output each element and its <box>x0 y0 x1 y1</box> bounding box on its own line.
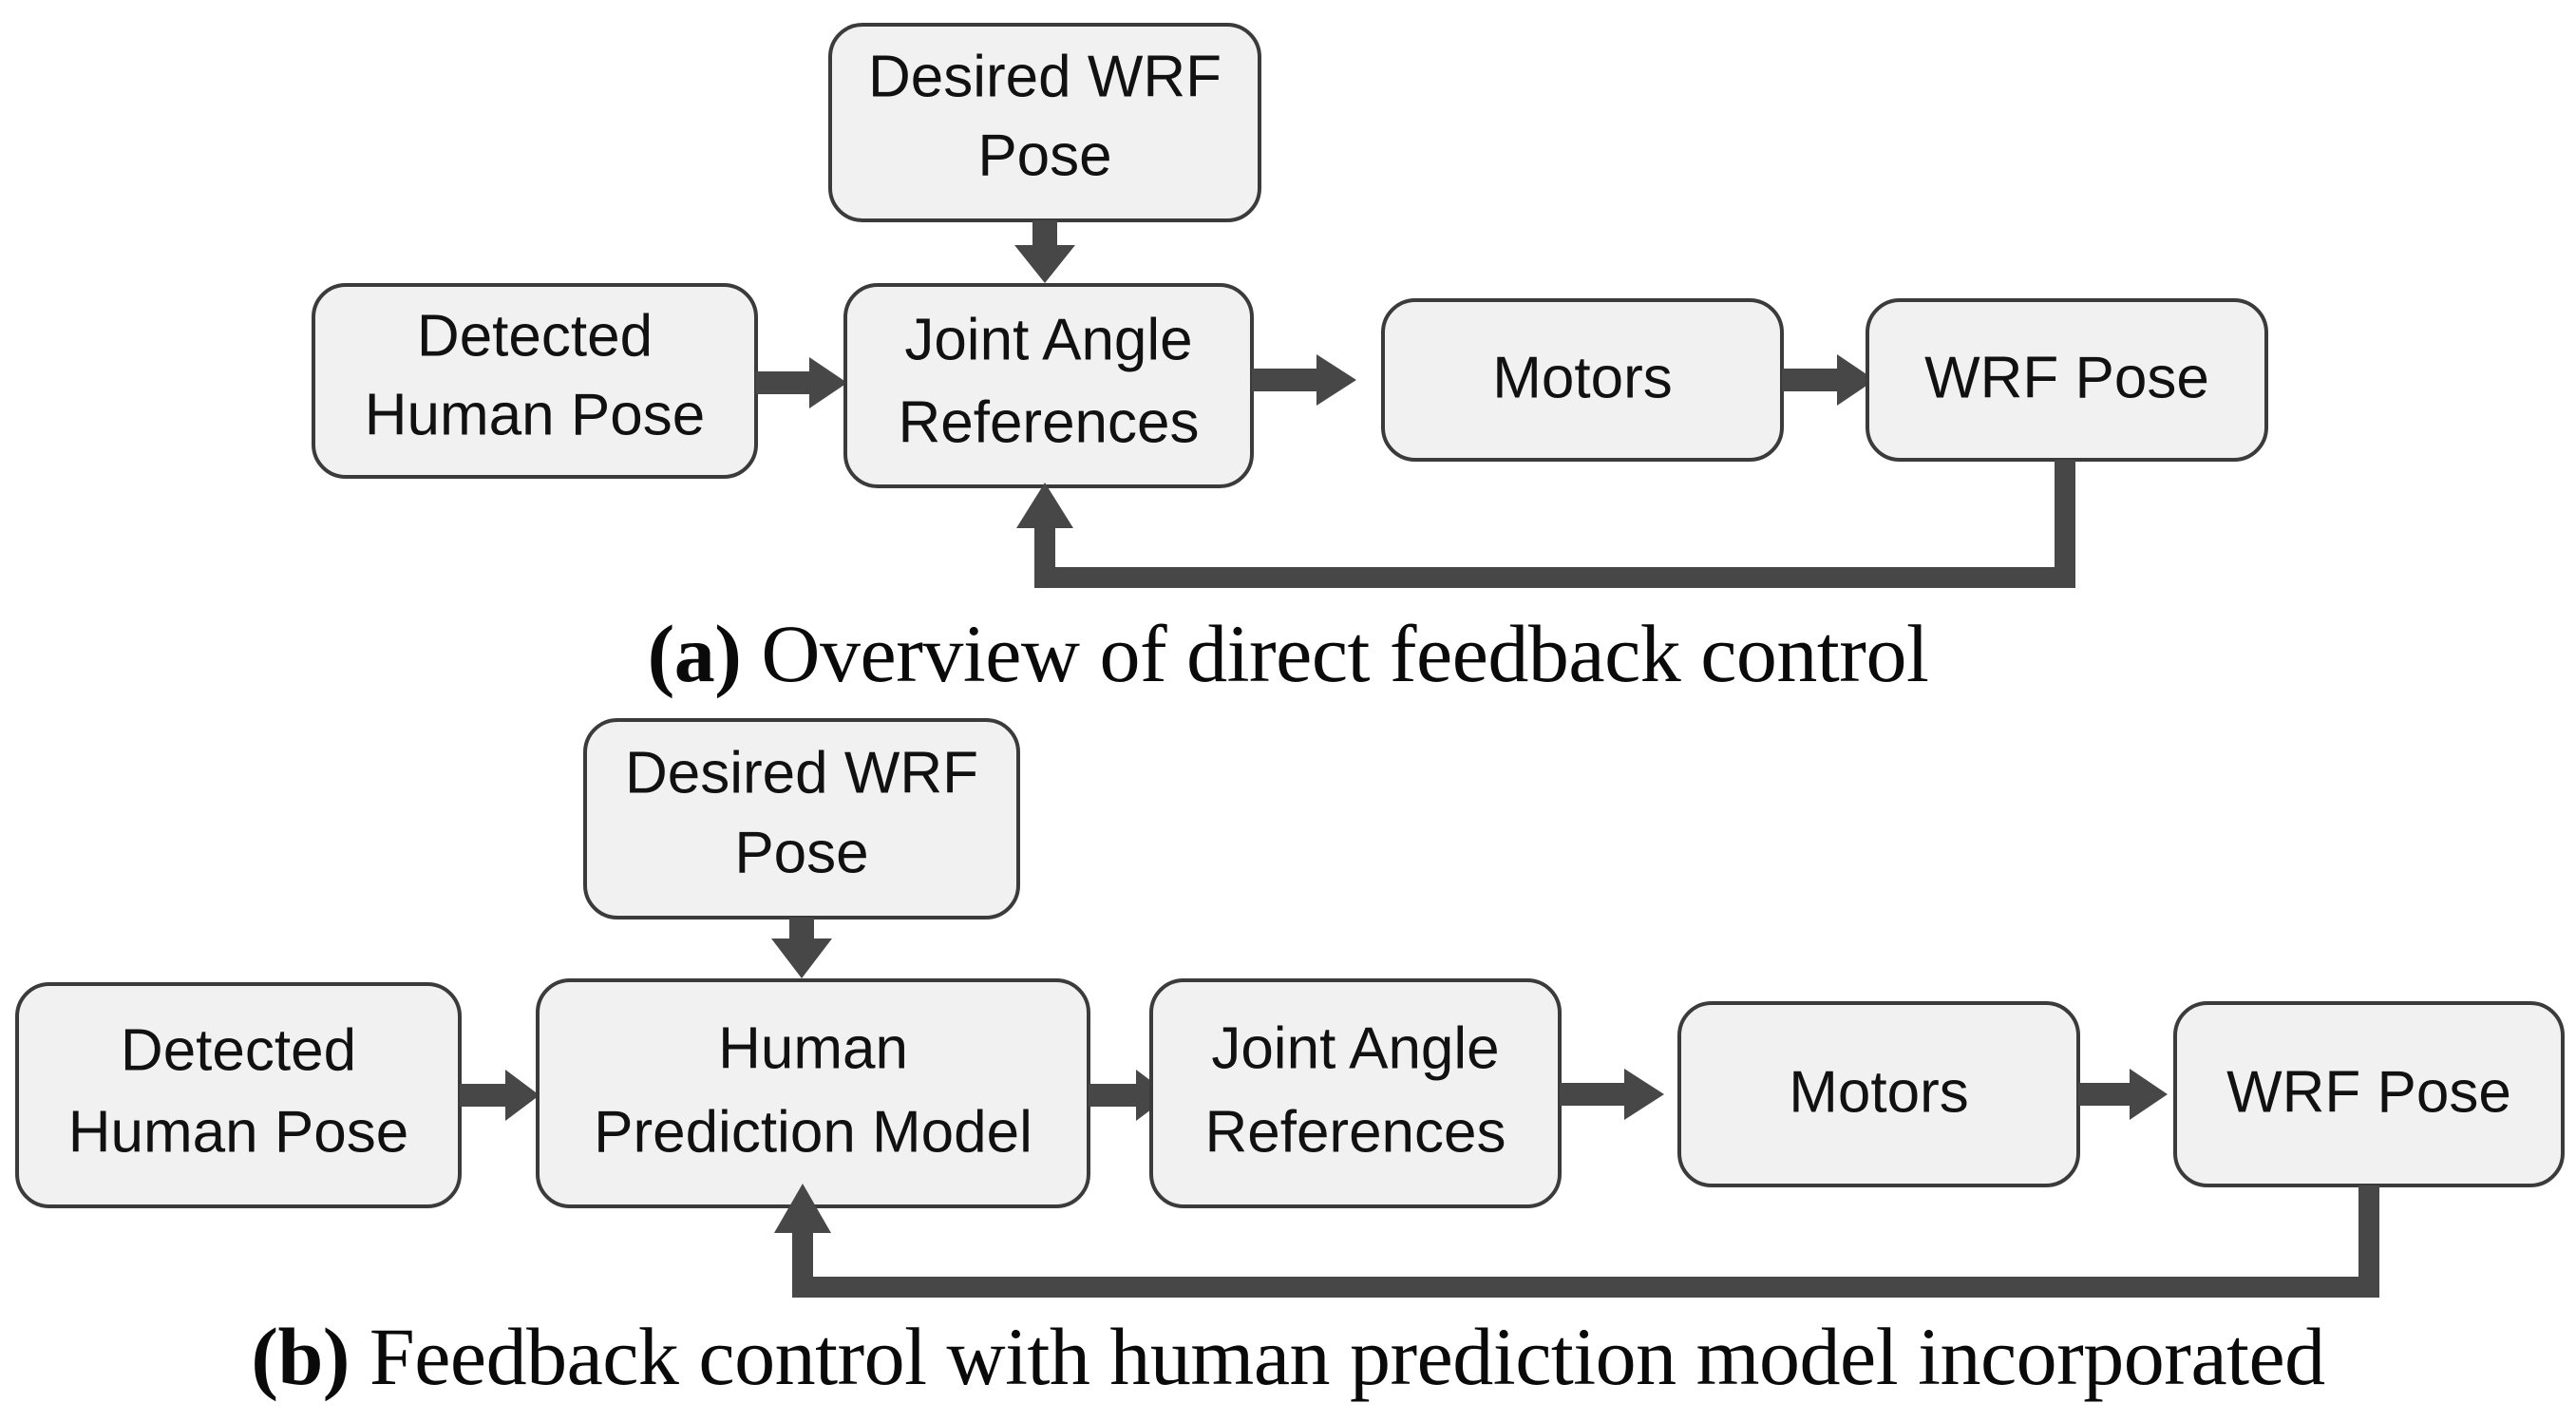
arrow-head-up-icon <box>1016 483 1073 528</box>
arrow-stem <box>1252 369 1320 391</box>
feedback-down-segment <box>2055 460 2075 588</box>
arrow-head-up-icon <box>774 1184 831 1233</box>
node-label-line1: Joint Angle <box>904 307 1192 372</box>
arrow-head-right-icon <box>1624 1069 1664 1120</box>
node-label-line2: Pose <box>977 123 1111 188</box>
caption-a: (a) Overview of direct feedback control <box>0 606 2576 701</box>
node-label-line2: Human Pose <box>365 382 705 447</box>
node-box <box>1149 978 1562 1208</box>
arrow-stem <box>2078 1083 2133 1106</box>
node-label-line2: Prediction Model <box>594 1099 1032 1165</box>
node-label-line1: Desired WRF <box>625 740 978 806</box>
node-desired-wrf-pose-b[interactable]: Desired WRF Pose <box>583 718 1020 920</box>
edge-feedback-loop-b <box>774 1184 2379 1298</box>
arrow-head-right-icon <box>1316 354 1356 406</box>
diagram-a-group: Desired WRF Pose Detected Human Pose <box>312 23 2268 588</box>
feedback-down-segment <box>2358 1185 2379 1298</box>
feedback-up-segment <box>1034 521 1055 588</box>
caption-b: (b) Feedback control with human predicti… <box>0 1309 2576 1404</box>
node-joint-angle-references-b[interactable]: Joint Angle References <box>1149 978 1562 1208</box>
edge-desired-to-joint-a <box>1014 220 1075 283</box>
edge-joint-to-motors-a <box>1252 354 1356 406</box>
node-label-line1: Motors <box>1492 345 1672 410</box>
arrow-head-right-icon <box>505 1070 540 1121</box>
arrow-stem <box>1032 220 1057 249</box>
node-detected-human-pose-a[interactable]: Detected Human Pose <box>312 283 758 479</box>
node-label-line1: Detected <box>417 303 653 369</box>
diagram-b-group: Desired WRF Pose Detected Human Pose <box>15 718 2565 1298</box>
node-wrf-pose-a[interactable]: WRF Pose <box>1866 298 2268 462</box>
node-label-line2: Pose <box>734 820 868 885</box>
arrow-stem <box>1560 1083 1628 1106</box>
node-label-line1: Desired WRF <box>868 44 1222 109</box>
arrow-head-right-icon <box>1837 354 1875 406</box>
node-label-line2: Human Pose <box>68 1099 408 1165</box>
edge-desired-to-model-b <box>771 918 832 978</box>
node-label-line2: References <box>898 389 1199 455</box>
edge-feedback-loop-a <box>1016 460 2075 588</box>
edge-detected-to-model-b <box>460 1070 540 1121</box>
node-desired-wrf-pose-a[interactable]: Desired WRF Pose <box>828 23 1261 222</box>
node-label-line2: References <box>1204 1099 1506 1165</box>
edge-model-to-joint-b <box>1089 1070 1170 1121</box>
edge-motors-to-wrf-b <box>2078 1069 2168 1120</box>
node-label-line1: WRF Pose <box>1924 345 2209 410</box>
arrow-stem <box>789 918 814 942</box>
node-motors-b[interactable]: Motors <box>1677 1001 2080 1187</box>
arrow-head-right-icon <box>809 357 847 408</box>
arrow-stem <box>1089 1084 1140 1107</box>
node-joint-angle-references-a[interactable]: Joint Angle References <box>843 283 1254 488</box>
feedback-horizontal-segment <box>1045 567 2075 588</box>
node-detected-human-pose-b[interactable]: Detected Human Pose <box>15 982 462 1208</box>
arrow-head-down-icon <box>771 939 832 978</box>
arrow-stem <box>756 371 813 394</box>
node-human-prediction-model-b[interactable]: Human Prediction Model <box>536 978 1090 1208</box>
caption-b-tag: (b) <box>251 1311 350 1402</box>
feedback-up-segment <box>792 1225 813 1298</box>
arrow-stem <box>460 1084 509 1107</box>
node-motors-a[interactable]: Motors <box>1381 298 1784 462</box>
arrow-stem <box>1782 369 1841 391</box>
caption-b-text: Feedback control with human prediction m… <box>349 1311 2325 1402</box>
edge-motors-to-wrf-a <box>1782 354 1875 406</box>
node-label-line1: Joint Angle <box>1211 1015 1499 1081</box>
arrow-head-right-icon <box>2130 1069 2168 1120</box>
node-label-line1: Motors <box>1789 1059 1968 1125</box>
arrow-head-down-icon <box>1014 245 1075 283</box>
feedback-horizontal-segment <box>792 1277 2379 1298</box>
node-label-line1: Human <box>718 1015 908 1081</box>
node-label-line1: WRF Pose <box>2226 1059 2511 1125</box>
node-wrf-pose-b[interactable]: WRF Pose <box>2173 1001 2565 1187</box>
node-label-line1: Detected <box>121 1017 356 1083</box>
caption-a-text: Overview of direct feedback control <box>741 608 1929 699</box>
edge-detected-to-joint-a <box>756 357 847 408</box>
node-box <box>536 978 1090 1208</box>
caption-a-tag: (a) <box>647 608 742 699</box>
edge-joint-to-motors-b <box>1560 1069 1664 1120</box>
